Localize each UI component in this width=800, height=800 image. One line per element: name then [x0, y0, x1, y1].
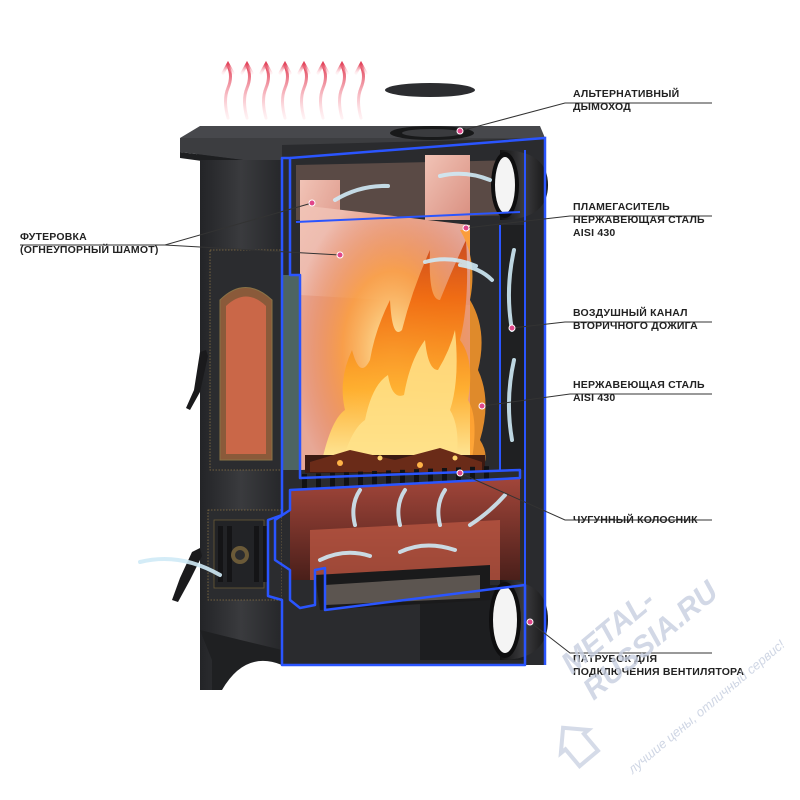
grate-bar — [372, 471, 377, 491]
grate-bar — [470, 466, 475, 487]
grate-bar — [456, 467, 461, 488]
air-flow-arrow — [351, 488, 362, 527]
air-flow-arrow — [423, 257, 478, 268]
air-flow-arrow — [396, 488, 407, 527]
grate-bar — [386, 470, 391, 491]
heat-arrow-head — [354, 60, 368, 75]
burning-logs — [305, 448, 485, 473]
label-secondary-air-channel: ВОЗДУШНЫЙ КАНАЛ ВТОРИЧНОГО ДОЖИГА — [573, 307, 698, 332]
heat-arrow — [281, 64, 289, 120]
air-flow-arrow — [458, 263, 494, 282]
heat-arrow — [357, 64, 365, 120]
heat-arrow-head — [221, 60, 235, 75]
label-lining: ФУТЕРОВКА (ОГНЕУПОРНЫЙ ШАМОТ) — [20, 231, 159, 256]
label-fan-pipe: ПАТРУБОК ДЛЯ ПОДКЛЮЧЕНИЯ ВЕНТИЛЯТОРА — [573, 653, 745, 678]
label-alternative-chimney: АЛЬТЕРНАТИВНЫЙ ДЫМОХОД — [573, 88, 680, 113]
heat-arrow-head — [316, 60, 330, 75]
heat-rising-arrows — [221, 60, 368, 120]
air-flow-arrow — [506, 248, 516, 332]
stove-body — [172, 126, 545, 690]
grate-bar — [442, 468, 447, 488]
label-dots — [308, 127, 534, 626]
fire-flames — [320, 230, 486, 470]
air-flow-arrow — [318, 550, 372, 562]
label-cast-iron-grate: ЧУГУННЫЙ КОЛОСНИК — [573, 514, 698, 526]
air-flow-arrows — [138, 171, 516, 577]
heat-arrow — [319, 64, 327, 120]
grate-bar — [428, 468, 433, 489]
grate-bars — [302, 466, 489, 494]
air-flow-arrow — [438, 171, 492, 182]
air-flow-arrow — [506, 358, 516, 442]
heat-arrow-head — [335, 60, 349, 75]
watermark-logo — [558, 725, 601, 769]
air-flow-arrow — [333, 183, 390, 202]
grate-bar — [316, 473, 321, 494]
label-stainless-steel: НЕРЖАВЕЮЩАЯ СТАЛЬ AISI 430 — [573, 379, 705, 404]
heat-arrow-head — [278, 60, 292, 75]
cutaway-outline — [266, 156, 527, 667]
heat-arrow-head — [297, 60, 311, 75]
leader-lines — [20, 102, 712, 654]
grate-bar — [302, 474, 307, 494]
grate-bar — [400, 469, 405, 490]
air-flow-arrow — [436, 488, 447, 527]
grate-bar — [358, 471, 363, 492]
grate-bar — [414, 469, 419, 490]
heat-arrow — [243, 64, 251, 120]
heat-arrow — [338, 64, 346, 120]
heat-arrow — [224, 64, 232, 120]
heat-arrow — [262, 64, 270, 120]
air-flow-arrow — [468, 493, 507, 527]
label-flame-arrester: ПЛАМЕГАСИТЕЛЬ НЕРЖАВЕЮЩАЯ СТАЛЬ AISI 430 — [573, 201, 705, 239]
heat-arrow-head — [259, 60, 273, 75]
grate-bar — [344, 472, 349, 493]
heat-arrow — [300, 64, 308, 120]
heat-arrow-head — [240, 60, 254, 75]
grate-bar — [484, 466, 489, 487]
air-flow-arrow — [398, 543, 457, 554]
grate-bar — [330, 472, 335, 493]
chimney-lid — [385, 83, 475, 97]
cutaway-section — [266, 126, 548, 667]
air-flow-arrow — [138, 556, 222, 577]
